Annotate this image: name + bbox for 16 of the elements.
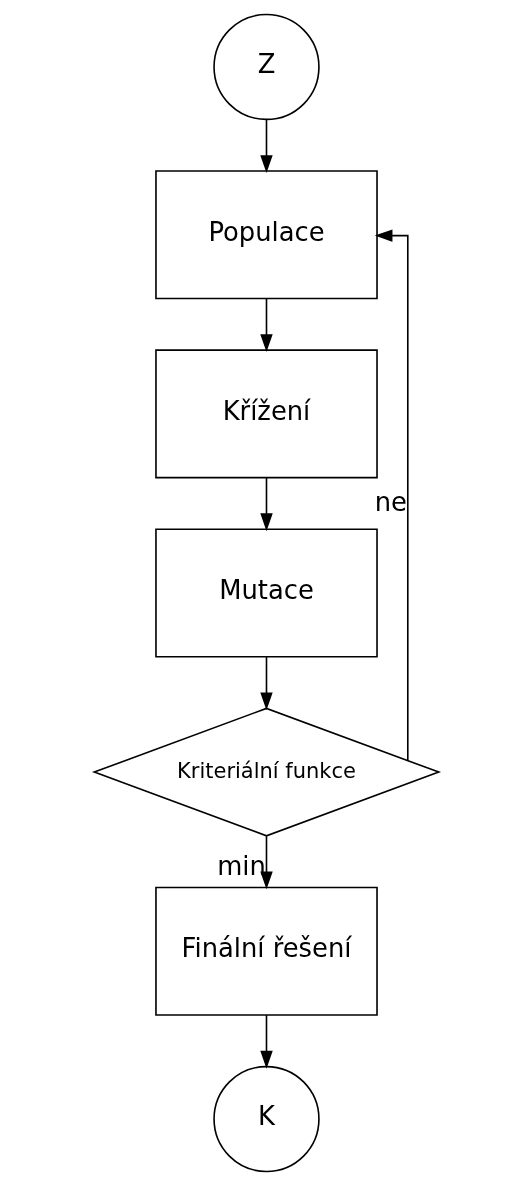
arrow — [259, 298, 273, 352]
node-diamond: Kriteriální funkce — [91, 707, 441, 837]
arrow — [259, 477, 273, 532]
arrow — [259, 835, 273, 890]
edge-label: ne — [374, 486, 407, 517]
node-circle: Z — [212, 13, 320, 121]
arrow — [259, 1014, 273, 1069]
arrow — [259, 118, 273, 173]
edge-label: min — [216, 850, 266, 881]
node-box: Finální řešení — [154, 886, 378, 1016]
node-box: Mutace — [154, 528, 378, 658]
arrow — [259, 656, 273, 711]
node-circle: K — [212, 1065, 320, 1173]
arrow — [374, 229, 409, 762]
node-box: Populace — [154, 170, 378, 300]
node-box: Křížení — [154, 349, 378, 479]
